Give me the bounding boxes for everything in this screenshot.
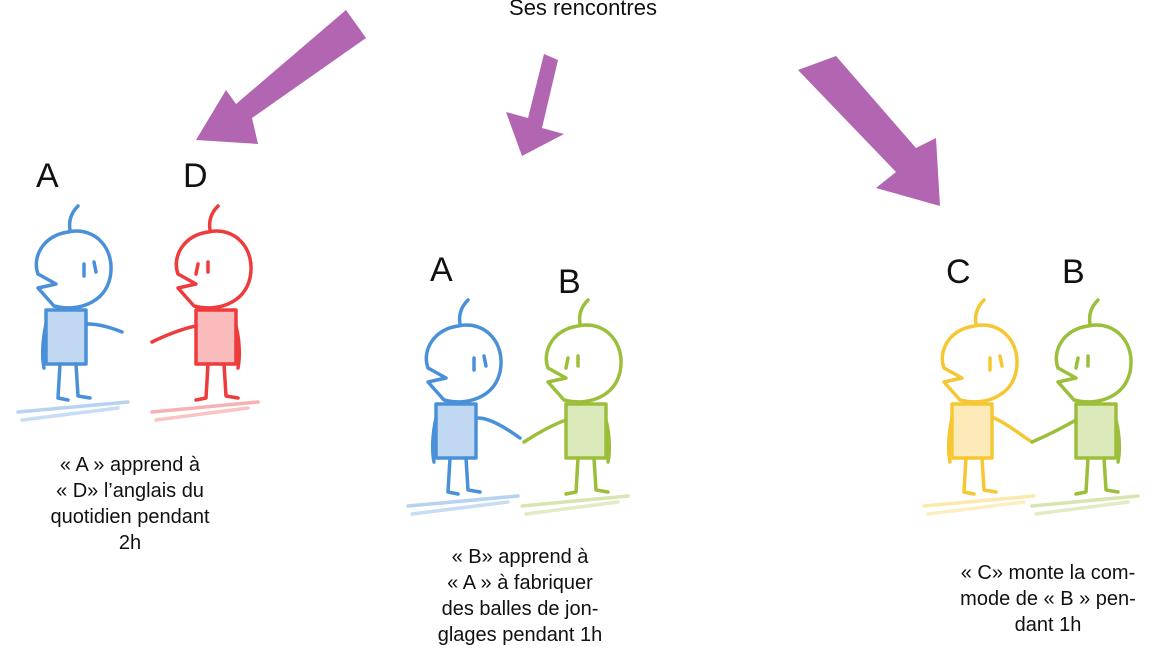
caption-line: « B» apprend à xyxy=(451,546,589,568)
letter-b-group2: B xyxy=(558,263,581,301)
page-title: Ses rencontres xyxy=(509,0,657,20)
caption-line: 2h xyxy=(118,532,142,554)
letter-b-group3: B xyxy=(1062,253,1085,291)
caption-line: dant 1h xyxy=(1014,614,1082,636)
person-b-figure-group2 xyxy=(520,298,630,516)
arrow-left-shape xyxy=(196,10,366,144)
caption-line: « D» l’anglais du xyxy=(56,480,204,502)
caption-group3: « C» monte la com- mode de « B » pen- da… xyxy=(936,560,1160,638)
letter-a-group2: A xyxy=(430,251,453,289)
caption-line: « C» monte la com- xyxy=(960,562,1136,584)
arrow-right-shape xyxy=(798,56,940,206)
caption-group2: « B» apprend à « A » à fabriquer des bal… xyxy=(410,544,630,648)
letter-d-group1: D xyxy=(183,157,208,195)
person-c-figure-group3 xyxy=(922,298,1036,516)
caption-line: « A » à fabriquer xyxy=(447,572,593,594)
letter-a-group1: A xyxy=(36,157,59,195)
caption-line: glages pendant 1h xyxy=(437,624,603,646)
caption-line: des balles de jon- xyxy=(441,598,599,620)
caption-group1: « A » apprend à « D» l’anglais du quotid… xyxy=(20,452,240,556)
person-a-figure-group2 xyxy=(406,298,522,516)
caption-line: quotidien pendant xyxy=(50,506,210,528)
caption-line: mode de « B » pen- xyxy=(960,588,1136,610)
person-a-figure-group1 xyxy=(16,204,130,422)
letter-c-group3: C xyxy=(946,253,971,291)
caption-line: « A » apprend à xyxy=(59,454,201,476)
person-b-figure-group3 xyxy=(1030,298,1140,516)
person-d-figure-group1 xyxy=(150,204,260,422)
arrow-middle-shape xyxy=(506,54,564,156)
